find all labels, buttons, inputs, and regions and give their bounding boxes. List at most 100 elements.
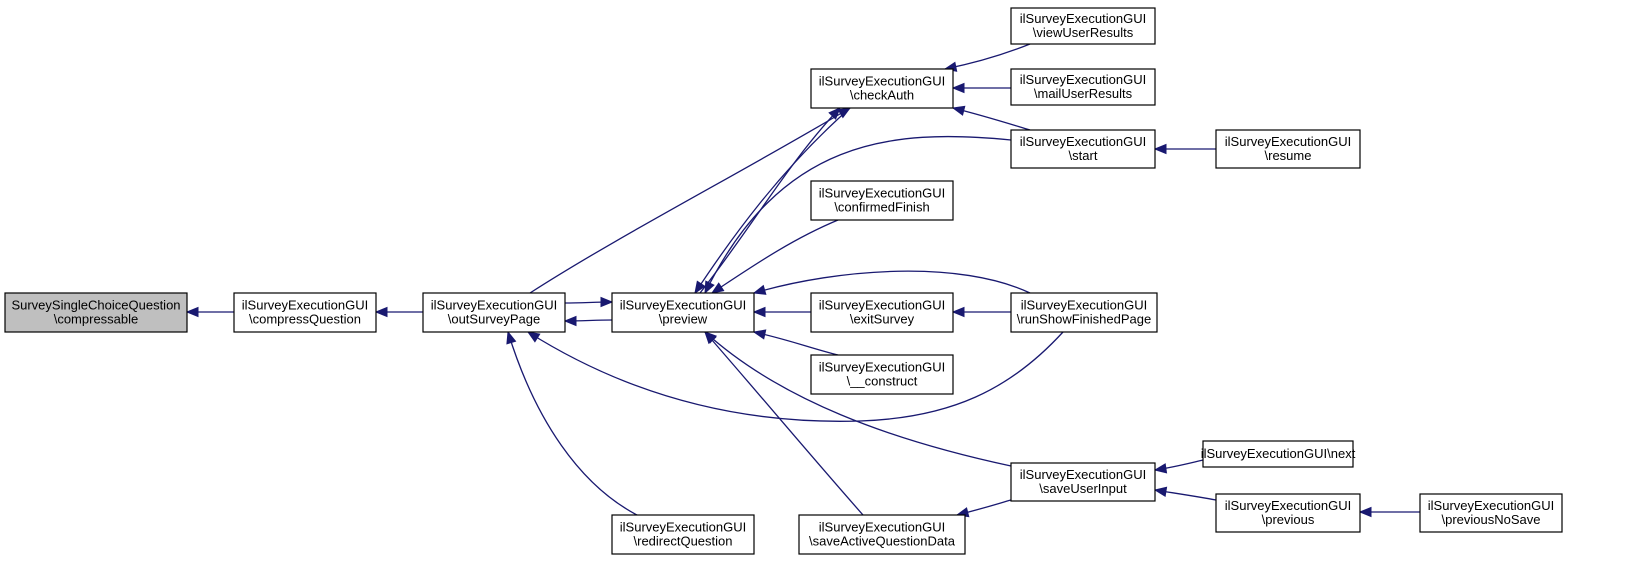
node-root: SurveySingleChoiceQuestion\compressable xyxy=(4,292,188,333)
node-label-method: \resume xyxy=(1265,148,1312,163)
edge-start-to-preview xyxy=(704,135,1012,295)
node-box xyxy=(4,292,188,333)
node-label-class: ilSurveyExecutionGUI xyxy=(431,298,557,313)
node-label-method: \__construct xyxy=(847,374,918,389)
arrowhead-icon xyxy=(828,107,841,120)
node-saveinput[interactable]: ilSurveyExecutionGUI\saveUserInput xyxy=(1010,462,1156,502)
node-prevnosave[interactable]: ilSurveyExecutionGUI\previousNoSave xyxy=(1419,493,1563,533)
edge-runshow-to-preview xyxy=(752,270,1031,295)
node-mailresults[interactable]: ilSurveyExecutionGUI\mailUserResults xyxy=(1010,68,1156,106)
arrowhead-icon xyxy=(704,331,718,344)
edge-redirect-to-out xyxy=(506,330,638,516)
edge-mailresults-to-checkauth xyxy=(951,82,1011,94)
node-redirect[interactable]: ilSurveyExecutionGUI\redirectQuestion xyxy=(611,514,755,555)
arrowhead-icon xyxy=(694,280,706,295)
node-compress[interactable]: ilSurveyExecutionGUI\compressQuestion xyxy=(233,292,377,333)
arrowhead-icon xyxy=(1153,486,1168,497)
edge-line xyxy=(952,107,1031,131)
arrowhead-icon xyxy=(752,284,767,295)
edge-line xyxy=(704,135,1012,294)
edge-out-to-preview xyxy=(564,296,614,308)
node-next[interactable]: ilSurveyExecutionGUI\next xyxy=(1201,440,1356,468)
node-label-class: ilSurveyExecutionGUI xyxy=(1225,134,1351,149)
arrowhead-icon xyxy=(185,306,199,318)
node-label-class: ilSurveyExecutionGUI xyxy=(1020,467,1146,482)
edge-line xyxy=(944,43,1031,70)
node-label-method: \compressable xyxy=(54,312,139,327)
node-confirmed[interactable]: ilSurveyExecutionGUI\confirmedFinish xyxy=(810,180,954,221)
node-label-method: \compressQuestion xyxy=(249,312,361,327)
edge-resume-to-start xyxy=(1153,143,1216,155)
edge-start-to-checkauth xyxy=(951,105,1031,131)
node-previous[interactable]: ilSurveyExecutionGUI\previous xyxy=(1215,493,1361,533)
edges-layer xyxy=(185,43,1420,518)
arrowhead-icon xyxy=(1358,506,1372,518)
node-box xyxy=(422,292,566,333)
nodes-layer: SurveySingleChoiceQuestion\compressable i… xyxy=(4,7,1563,555)
node-label-class: ilSurveyExecutionGUI xyxy=(1020,134,1146,149)
node-label-class: SurveySingleChoiceQuestion xyxy=(11,298,180,313)
edge-saveinput-to-saveactive xyxy=(955,499,1012,518)
node-label-method: \confirmedFinish xyxy=(834,200,929,215)
arrowhead-icon xyxy=(951,105,966,116)
node-viewresults[interactable]: ilSurveyExecutionGUI\viewUserResults xyxy=(1010,7,1156,45)
node-box xyxy=(810,180,954,221)
node-label-method: \previous xyxy=(1262,512,1315,527)
node-box xyxy=(1010,7,1156,45)
node-runshow[interactable]: ilSurveyExecutionGUI\runShowFinishedPage xyxy=(1010,292,1158,333)
arrowhead-icon xyxy=(1153,463,1168,474)
node-box xyxy=(1419,493,1563,533)
arrowhead-icon xyxy=(710,282,725,294)
arrowhead-icon xyxy=(951,306,965,318)
node-box xyxy=(1010,462,1156,502)
node-label-class: ilSurveyExecutionGUI xyxy=(1020,72,1146,87)
node-box xyxy=(1215,493,1361,533)
node-exit[interactable]: ilSurveyExecutionGUI\exitSurvey xyxy=(810,292,954,333)
arrowhead-icon xyxy=(752,306,766,318)
node-label-method: \previousNoSave xyxy=(1442,512,1541,527)
arrowhead-icon xyxy=(600,296,614,308)
node-box xyxy=(611,514,755,555)
node-label-method: \saveUserInput xyxy=(1039,481,1127,496)
node-saveactive[interactable]: ilSurveyExecutionGUI\saveActiveQuestionD… xyxy=(798,514,966,555)
edge-runshow-to-exit xyxy=(951,306,1011,318)
edge-runshow-to-out xyxy=(526,331,1064,422)
node-label-class: ilSurveyExecutionGUI xyxy=(819,520,945,535)
arrowhead-icon xyxy=(1153,143,1167,155)
node-label-class: ilSurveyExecutionGUI xyxy=(819,360,945,375)
node-box xyxy=(1202,440,1354,468)
node-box xyxy=(1010,292,1158,333)
node-label-method: \checkAuth xyxy=(850,88,914,103)
node-box xyxy=(810,354,954,395)
edge-viewresults-to-checkauth xyxy=(943,43,1031,72)
node-label-class: ilSurveyExecutionGUI xyxy=(819,298,945,313)
node-checkauth[interactable]: ilSurveyExecutionGUI\checkAuth xyxy=(810,68,954,109)
edge-line xyxy=(711,219,839,294)
edge-out-to-checkauth xyxy=(529,107,852,294)
node-box xyxy=(233,292,377,333)
node-construct[interactable]: ilSurveyExecutionGUI\__construct xyxy=(810,354,954,395)
edge-exit-to-preview xyxy=(752,306,811,318)
node-box xyxy=(611,292,755,333)
arrowhead-icon xyxy=(526,331,541,343)
node-label-class: ilSurveyExecutionGUI xyxy=(1020,11,1146,26)
node-preview[interactable]: ilSurveyExecutionGUI\preview xyxy=(611,292,755,333)
edge-line xyxy=(704,331,1012,467)
node-label-method: \saveActiveQuestionData xyxy=(809,534,956,549)
node-box xyxy=(1010,68,1156,106)
edge-line xyxy=(704,331,864,516)
node-start[interactable]: ilSurveyExecutionGUI\start xyxy=(1010,129,1156,169)
edge-line xyxy=(507,331,638,516)
node-resume[interactable]: ilSurveyExecutionGUI\resume xyxy=(1215,129,1361,169)
edge-confirmed-to-preview xyxy=(710,219,839,294)
node-label-class: ilSurveyExecutionGUI xyxy=(1225,498,1351,513)
node-out[interactable]: ilSurveyExecutionGUI\outSurveyPage xyxy=(422,292,566,333)
node-label-class: ilSurveyExecutionGUI xyxy=(1021,298,1147,313)
arrowhead-icon xyxy=(374,306,388,318)
arrowhead-icon xyxy=(951,82,965,94)
node-box xyxy=(1010,129,1156,169)
node-label-method: \runShowFinishedPage xyxy=(1017,312,1151,327)
node-label-method: \redirectQuestion xyxy=(634,534,733,549)
node-label-class: ilSurveyExecutionGUI\next xyxy=(1201,446,1356,461)
